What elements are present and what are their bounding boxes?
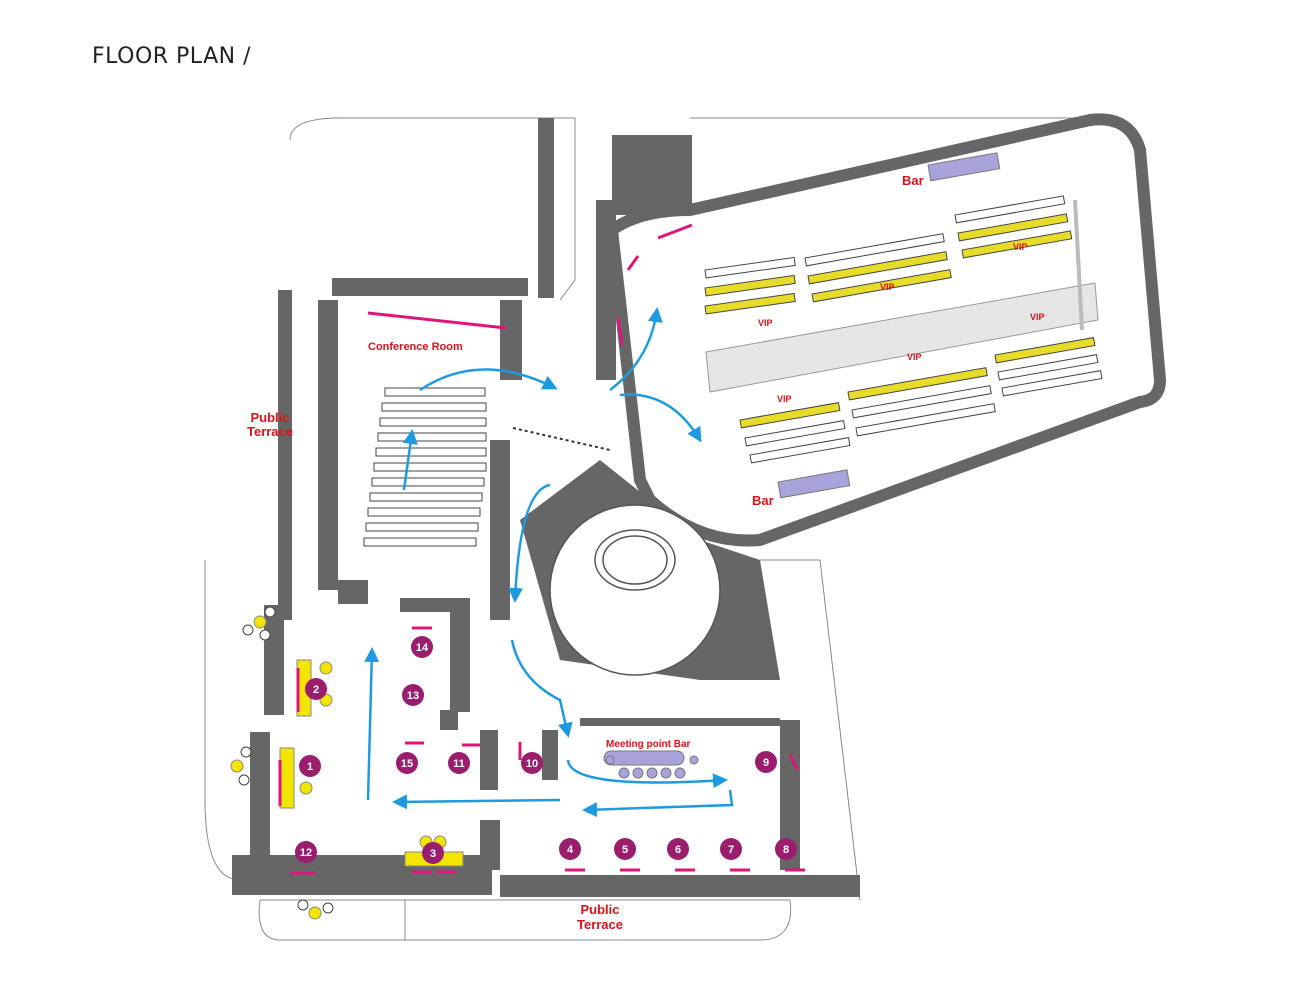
meeting-point-bar-label: Meeting point Bar xyxy=(606,739,691,750)
vip-label: VIP xyxy=(907,352,922,362)
public-terrace-bottom-line2: Terrace xyxy=(577,917,623,932)
conference-seating xyxy=(363,387,487,547)
vip-label: VIP xyxy=(1030,312,1045,322)
svg-text:11: 11 xyxy=(453,758,465,770)
stand-8[interactable]: 8 xyxy=(775,838,797,860)
stand-6[interactable]: 6 xyxy=(667,838,689,860)
svg-text:12: 12 xyxy=(300,847,312,859)
stand-7[interactable]: 7 xyxy=(720,838,742,860)
lounge-chairs xyxy=(238,606,334,914)
stand-10[interactable]: 10 xyxy=(521,752,543,774)
vip-label: VIP xyxy=(880,282,895,292)
stand-1[interactable]: 1 xyxy=(299,755,321,777)
vip-label: VIP xyxy=(1013,242,1028,252)
ballroom-stage xyxy=(705,282,1099,393)
stand-3[interactable]: 3 xyxy=(422,842,444,864)
yellow-furniture xyxy=(230,615,464,920)
svg-text:4: 4 xyxy=(567,844,574,856)
svg-text:7: 7 xyxy=(728,844,734,856)
svg-text:9: 9 xyxy=(763,757,769,769)
stand-13[interactable]: 13 xyxy=(402,684,424,706)
stand-markers: 1 2 3 4 5 6 7 8 9 10 11 12 13 14 15 xyxy=(295,636,797,864)
staircase xyxy=(549,504,721,676)
stand-2[interactable]: 2 xyxy=(305,678,327,700)
pink-markers xyxy=(278,223,805,875)
bar-top-label: Bar xyxy=(902,173,924,188)
bar-bottom-label: Bar xyxy=(752,493,774,508)
flow-arrows xyxy=(364,307,734,818)
public-terrace-left-line1: Public xyxy=(250,410,289,425)
stand-5[interactable]: 5 xyxy=(614,838,636,860)
stand-11[interactable]: 11 xyxy=(448,752,470,774)
svg-text:6: 6 xyxy=(675,844,681,856)
stand-14[interactable]: 14 xyxy=(411,636,433,658)
svg-text:5: 5 xyxy=(622,844,628,856)
conference-room-label: Conference Room xyxy=(368,341,463,353)
ballroom-seating xyxy=(704,195,1103,464)
svg-text:14: 14 xyxy=(416,642,429,654)
svg-text:8: 8 xyxy=(783,844,789,856)
vip-label: VIP xyxy=(758,318,773,328)
vip-label: VIP xyxy=(777,394,792,404)
building-outline xyxy=(204,117,1080,941)
stand-9[interactable]: 9 xyxy=(755,751,777,773)
svg-text:13: 13 xyxy=(407,690,419,702)
svg-text:2: 2 xyxy=(313,684,319,696)
public-terrace-bottom-line1: Public xyxy=(580,902,619,917)
page-title: FLOOR PLAN / xyxy=(92,44,251,69)
svg-text:10: 10 xyxy=(526,758,538,770)
dotted-connector xyxy=(512,427,611,451)
stand-12[interactable]: 12 xyxy=(295,841,317,863)
svg-text:1: 1 xyxy=(307,761,313,773)
bar-counters xyxy=(603,152,1001,779)
stand-15[interactable]: 15 xyxy=(396,752,418,774)
svg-text:15: 15 xyxy=(401,758,413,770)
svg-text:3: 3 xyxy=(430,848,436,860)
public-terrace-left-line2: Terrace xyxy=(247,424,293,439)
stand-4[interactable]: 4 xyxy=(559,838,581,860)
